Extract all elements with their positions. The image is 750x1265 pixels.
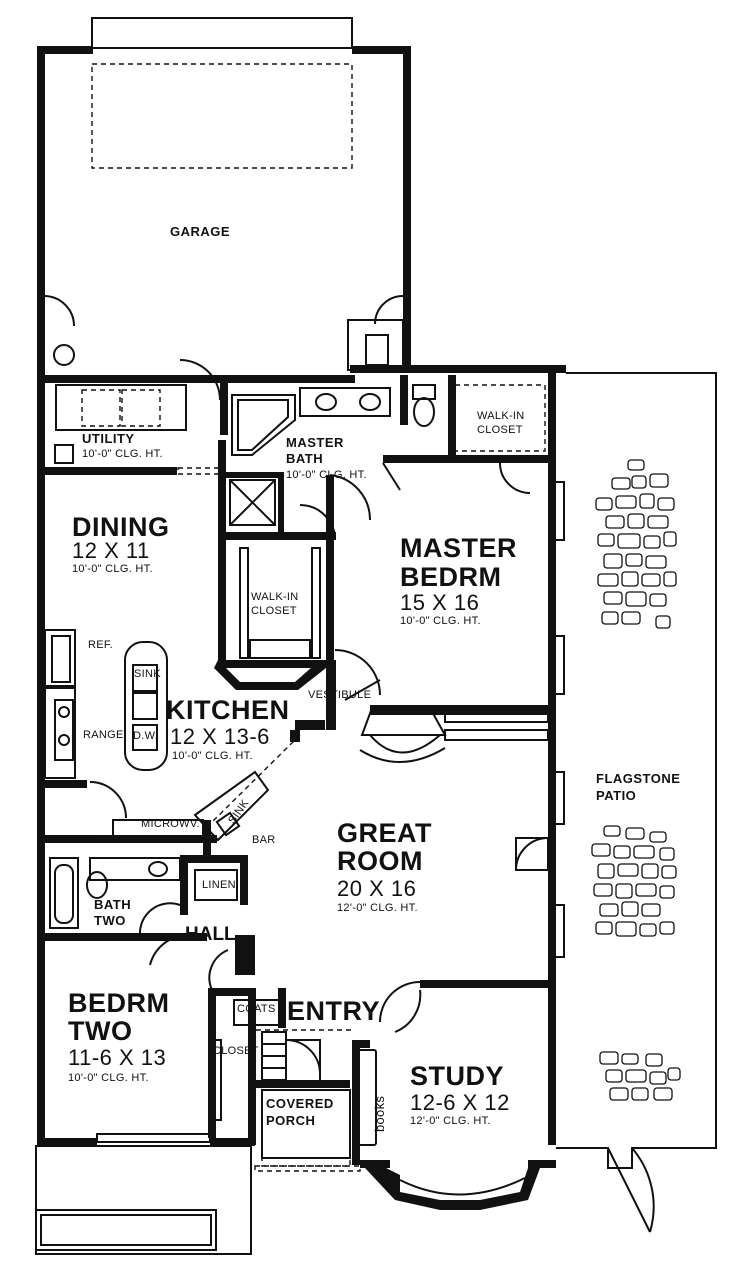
- bedroom-two-size: 11-6 X 13: [68, 1045, 167, 1070]
- vestibule-label: VESTIBULE: [308, 689, 372, 701]
- sink-label: SINK: [134, 668, 161, 680]
- flagstones-top: [595, 459, 677, 629]
- dining-label: DINING: [72, 512, 170, 542]
- entry-label: ENTRY: [287, 996, 381, 1026]
- dining-ceiling: 10'-0" CLG. HT.: [72, 563, 153, 575]
- garage-label: GARAGE: [170, 224, 231, 239]
- great-room-ceiling: 12'-0" CLG. HT.: [337, 902, 418, 914]
- linen-label: LINEN: [202, 879, 236, 891]
- utility-label: UTILITY: [82, 431, 135, 446]
- dw-label: D.W.: [133, 730, 159, 742]
- kitchen-ceiling: 10'-0" CLG. HT.: [172, 750, 253, 762]
- master-bath-ceiling: 10'-0" CLG. HT.: [286, 469, 367, 481]
- garage-apron: [91, 17, 353, 49]
- coats-label: COATS: [237, 1003, 276, 1015]
- study-label: STUDY: [410, 1061, 505, 1091]
- flagstones-bottom: [599, 1051, 681, 1101]
- master-bath-label-2: BATH: [286, 451, 324, 466]
- walk-in-closet-mid-2: CLOSET: [251, 605, 297, 617]
- patio-label-2: PATIO: [596, 788, 637, 803]
- great-room-label-2: ROOM: [337, 846, 423, 876]
- study-size: 12-6 X 12: [410, 1090, 510, 1115]
- bedroom-two-label-1: BEDRM: [68, 988, 170, 1018]
- range-label: RANGE: [83, 729, 124, 741]
- bath-two-label-2: TWO: [94, 913, 126, 928]
- hall-label: HALL: [185, 924, 236, 945]
- books-label: books: [372, 1095, 387, 1132]
- ref-label: REF.: [88, 639, 114, 651]
- closet-label: CLOSET: [213, 1045, 259, 1057]
- utility-ceiling: 10'-0" CLG. HT.: [82, 448, 163, 460]
- flagstones-middle: [591, 825, 677, 937]
- garage-door-track: [91, 63, 353, 169]
- bedroom-two-label-2: TWO: [68, 1016, 133, 1046]
- walk-in-closet-top-1: WALK-IN: [477, 410, 525, 422]
- garage-house-wall: [37, 375, 227, 383]
- master-bath-label-1: MASTER: [286, 435, 344, 450]
- great-room-label-1: GREAT: [337, 818, 432, 848]
- kitchen-label: KITCHEN: [166, 695, 290, 725]
- bar-label: BAR: [252, 834, 276, 846]
- bath-two-label-1: BATH: [94, 897, 132, 912]
- patio-label-1: FLAGSTONE: [596, 771, 681, 786]
- walk-in-closet-top-2: CLOSET: [477, 424, 523, 436]
- patio-outline: [556, 372, 717, 1233]
- master-bedroom-size: 15 X 16: [400, 590, 480, 615]
- microwave-label: MICROWV.: [141, 818, 200, 830]
- kitchen-size: 12 X 13-6: [170, 724, 270, 749]
- bedroom-two-ceiling: 10'-0" CLG. HT.: [68, 1072, 149, 1084]
- covered-porch-label-1: COVERED: [266, 1096, 334, 1111]
- master-bedroom-label-2: BEDRM: [400, 562, 502, 592]
- study-ceiling: 12'-0" CLG. HT.: [410, 1115, 491, 1127]
- master-bedroom-label-1: MASTER: [400, 533, 517, 563]
- master-bedroom-ceiling: 10'-0" CLG. HT.: [400, 615, 481, 627]
- covered-porch-label-2: PORCH: [266, 1113, 316, 1128]
- walk-in-closet-mid-1: WALK-IN: [251, 591, 299, 603]
- great-room-size: 20 X 16: [337, 876, 417, 901]
- pantry-label: PANTRY: [51, 834, 97, 846]
- dining-size: 12 X 11: [72, 538, 150, 563]
